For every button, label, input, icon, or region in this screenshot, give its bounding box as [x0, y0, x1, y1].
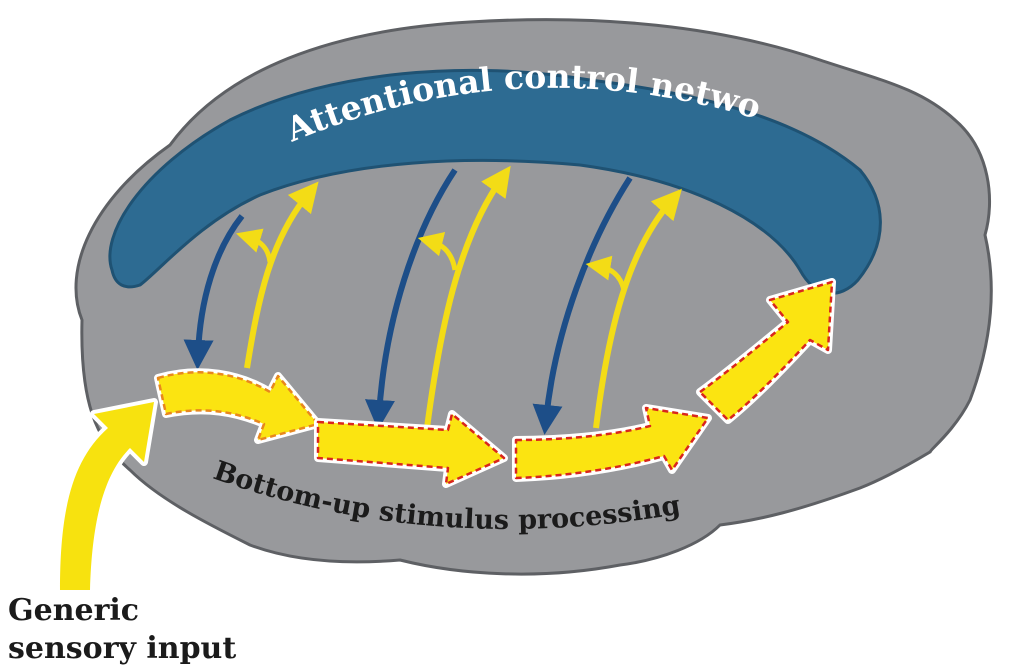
stage-arrow-1 — [154, 368, 322, 444]
topdown-arrow-1 — [183, 214, 245, 370]
sensory-input-arrow — [56, 398, 158, 594]
stage-arrow-2 — [314, 410, 508, 488]
stage-arrow-3 — [512, 404, 712, 482]
bottomup-arrow-1 — [244, 181, 319, 369]
topdown-arrow-2 — [364, 168, 458, 430]
sensory-input-line2: sensory input — [8, 631, 237, 666]
attention-network-band — [108, 68, 882, 295]
bottomup-branch-3 — [585, 255, 627, 291]
sensory-input-line1: Generic — [8, 593, 140, 628]
bottomup-arrow-2 — [424, 165, 511, 429]
bottomup-arrow-3 — [593, 188, 682, 429]
stage-arrow-4 — [696, 278, 836, 424]
bottomup-branch-2 — [417, 231, 458, 271]
bottomup-branch-1 — [236, 228, 273, 263]
topdown-arrow-3 — [532, 176, 633, 435]
sensory-input-label: Generic sensory input — [8, 592, 236, 668]
